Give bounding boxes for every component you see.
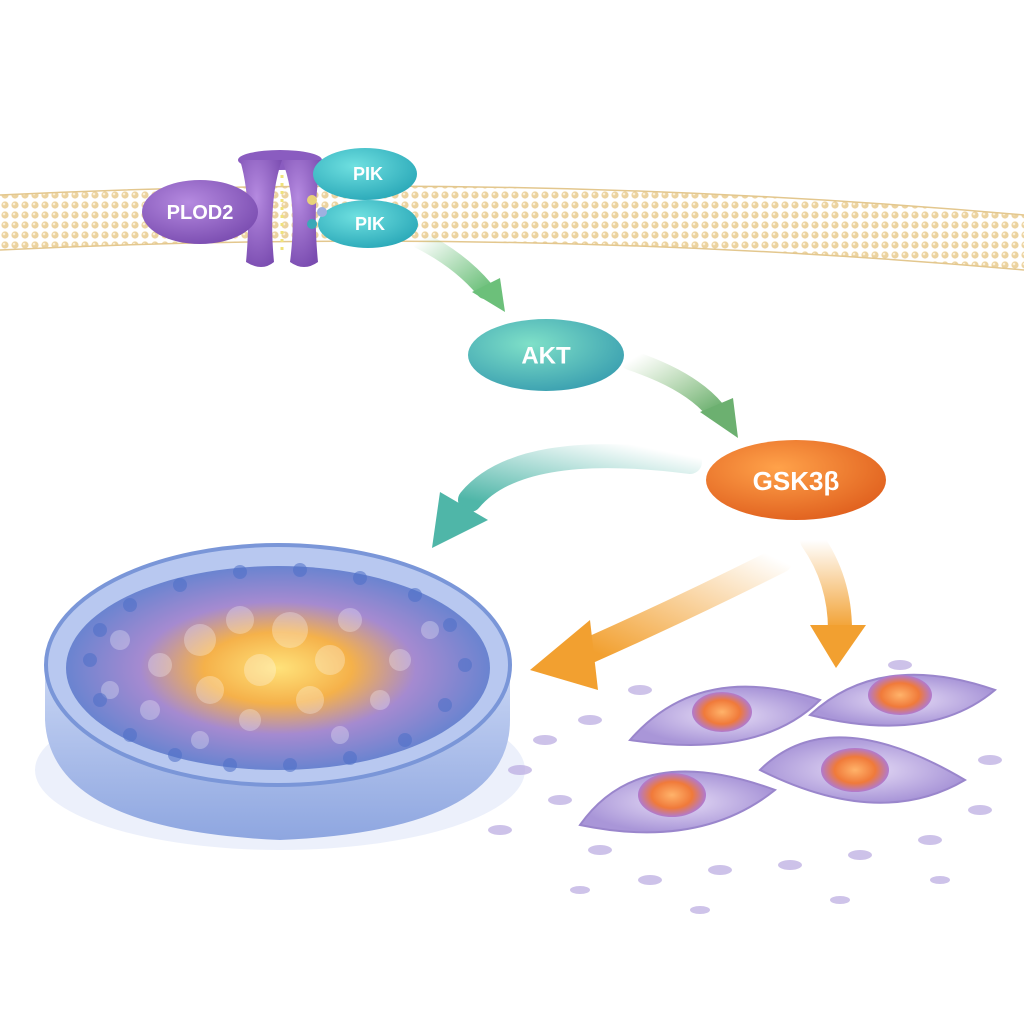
- plod2-node: PLOD2: [142, 180, 258, 244]
- gsk3b-node: GSK3β: [706, 440, 886, 520]
- arrow-gsk3b-to-cells-down: [800, 528, 866, 668]
- arrow-pik-to-akt: [411, 231, 505, 312]
- petri-dish: [35, 543, 525, 850]
- pik-bottom-label: PIK: [355, 214, 385, 234]
- spindle-cell: [628, 685, 822, 746]
- pik-bottom-node: PIK: [318, 200, 418, 248]
- binding-beads: [307, 195, 327, 229]
- extracellular-particles: [488, 660, 1002, 914]
- cell-colony: [101, 606, 439, 749]
- plod2-label: PLOD2: [167, 202, 234, 224]
- arrow-gsk3b-to-cells-left: [530, 547, 793, 690]
- pik-top-label: PIK: [353, 164, 383, 184]
- gsk3b-label: GSK3β: [753, 466, 840, 496]
- transmembrane-channel: [238, 150, 322, 267]
- migrating-cells: [488, 660, 1002, 914]
- spindle-cell: [578, 770, 778, 834]
- akt-node: AKT: [468, 319, 624, 391]
- arrow-gsk3b-to-dish: [432, 444, 702, 548]
- arrow-akt-to-gsk3b: [620, 350, 738, 438]
- akt-label: AKT: [521, 343, 571, 370]
- spindle-cell: [758, 736, 967, 804]
- pik-top-node: PIK: [313, 148, 417, 200]
- spindle-cell: [807, 673, 997, 727]
